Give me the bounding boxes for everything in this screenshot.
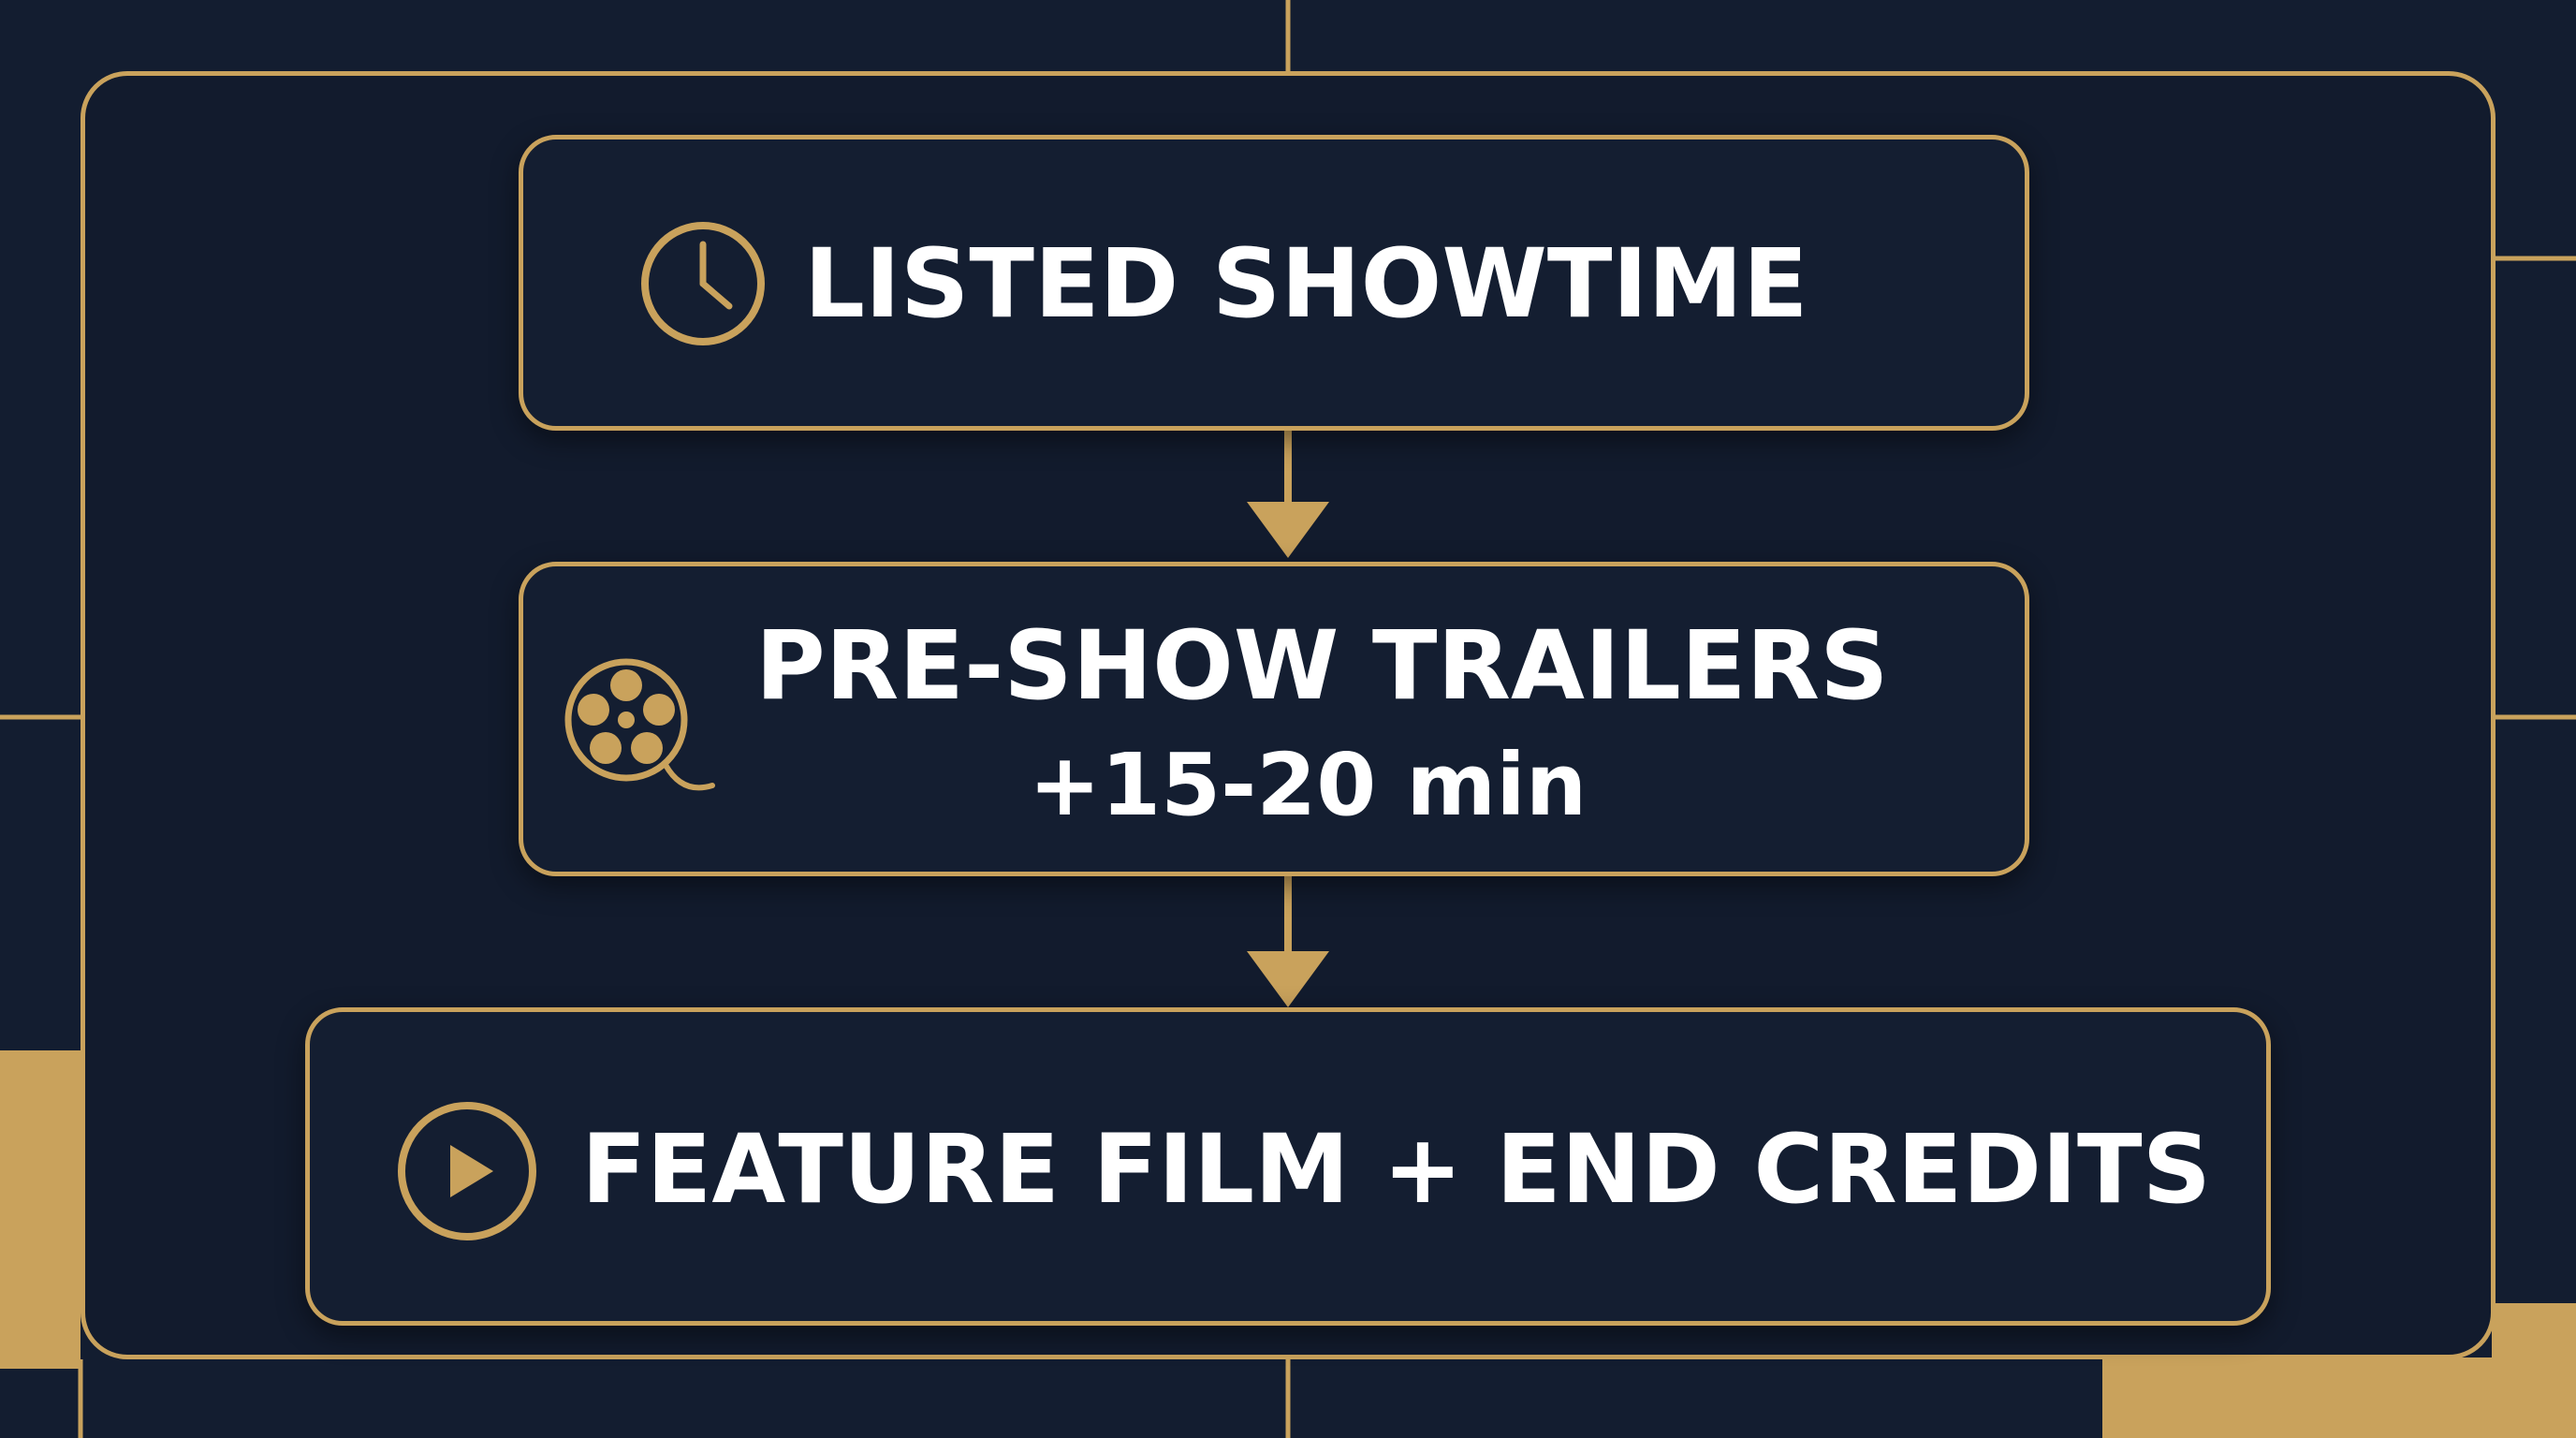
step-label: LISTED SHOWTIME	[804, 228, 1808, 340]
connector-line-2	[1284, 874, 1292, 951]
step-label: FEATURE FILM + END CREDITS	[581, 1114, 2212, 1225]
arrow-down-icon	[1247, 951, 1329, 1007]
step-listed-showtime: LISTED SHOWTIME	[519, 135, 2029, 431]
step-feature-film: FEATURE FILM + END CREDITS	[305, 1007, 2271, 1326]
clock-icon	[641, 222, 765, 345]
step-sublabel: +15-20 min	[1029, 735, 1588, 835]
arrow-down-icon	[1247, 502, 1329, 558]
step-pre-show-trailers: PRE-SHOW TRAILERS +15-20 min	[519, 562, 2029, 876]
play-icon	[398, 1102, 536, 1240]
connector-line-1	[1284, 427, 1292, 506]
step-label: PRE-SHOW TRAILERS	[755, 610, 1889, 722]
film-reel-icon	[564, 658, 715, 791]
